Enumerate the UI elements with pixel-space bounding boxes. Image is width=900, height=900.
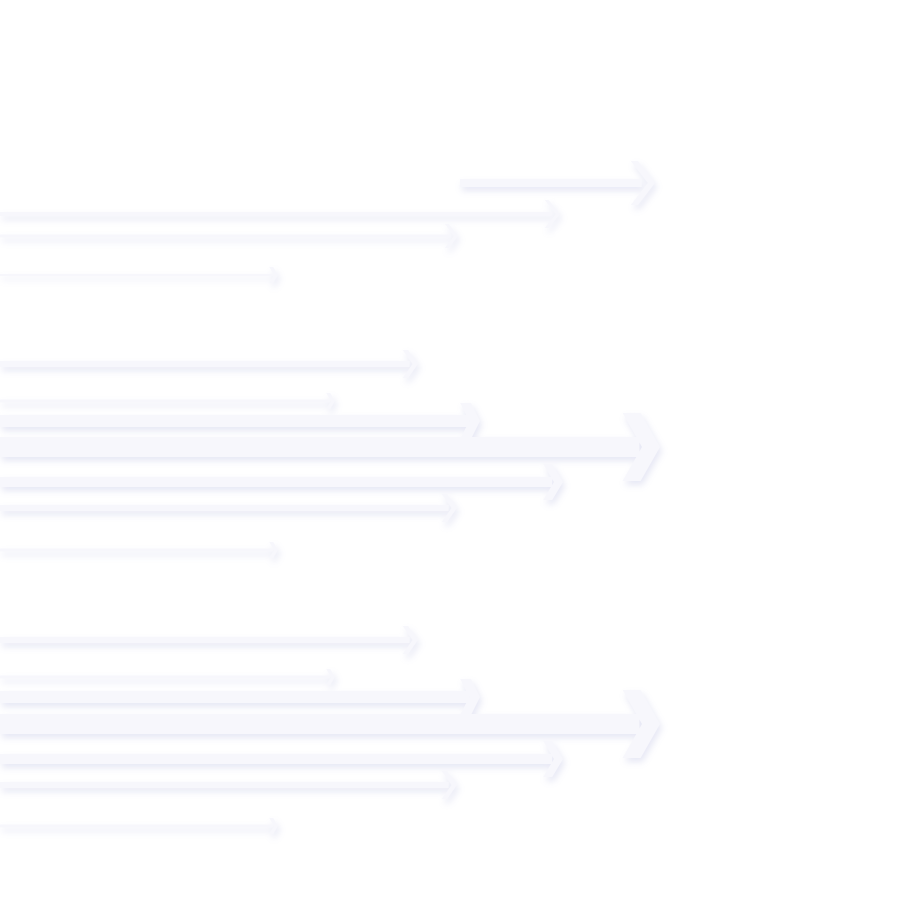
right-arrow-icon xyxy=(0,679,480,715)
arrow-shaft xyxy=(0,505,449,511)
arrow-shaft xyxy=(0,824,274,828)
right-arrow-icon xyxy=(0,690,660,758)
arrow-shaft xyxy=(0,274,274,276)
right-arrow-icon xyxy=(460,161,655,205)
arrow-shaft xyxy=(0,415,470,427)
arrow-shaft xyxy=(0,637,410,643)
arrow-head xyxy=(543,464,563,500)
right-arrow-icon xyxy=(0,413,660,481)
arrow-head xyxy=(441,771,457,799)
arrow-head xyxy=(460,679,480,715)
right-arrow-icon xyxy=(0,393,335,409)
right-arrow-icon xyxy=(0,494,457,522)
arrow-head xyxy=(444,224,458,248)
right-arrow-icon xyxy=(0,464,563,500)
arrow-head xyxy=(326,393,335,409)
arrow-shaft xyxy=(0,212,552,216)
arrow-head xyxy=(441,494,457,522)
right-arrow-icon xyxy=(0,741,563,777)
arrow-head xyxy=(630,161,655,205)
arrow-head xyxy=(622,413,660,481)
arrow-head xyxy=(269,818,278,834)
arrow-head xyxy=(544,200,560,228)
arrow-shaft xyxy=(0,691,470,703)
arrow-shaft xyxy=(0,477,553,487)
arrow-shaft xyxy=(0,437,640,457)
arrow-shaft xyxy=(0,234,451,238)
arrow-shaft xyxy=(0,361,410,367)
arrow-shaft xyxy=(0,548,274,552)
arrow-shaft xyxy=(0,675,331,679)
right-arrow-icon xyxy=(0,771,457,799)
arrow-head xyxy=(402,350,418,378)
arrow-shaft xyxy=(460,179,642,187)
right-arrow-icon xyxy=(0,350,418,378)
right-arrow-icon xyxy=(0,626,418,654)
arrow-shaft xyxy=(0,714,640,734)
arrow-head xyxy=(269,267,278,283)
right-arrow-icon xyxy=(0,403,480,439)
right-arrow-icon xyxy=(0,224,458,248)
arrow-head xyxy=(269,542,278,558)
arrow-shaft xyxy=(0,782,449,788)
right-arrow-icon xyxy=(0,818,278,834)
arrow-head xyxy=(402,626,418,654)
right-arrow-icon xyxy=(0,267,278,283)
arrow-head xyxy=(326,669,335,685)
arrow-shaft xyxy=(0,399,331,403)
arrow-head xyxy=(622,690,660,758)
right-arrow-icon xyxy=(0,542,278,558)
right-arrow-icon xyxy=(0,200,560,228)
arrow-head xyxy=(543,741,563,777)
right-arrow-icon xyxy=(0,669,335,685)
arrow-shaft xyxy=(0,754,553,764)
arrow-head xyxy=(460,403,480,439)
